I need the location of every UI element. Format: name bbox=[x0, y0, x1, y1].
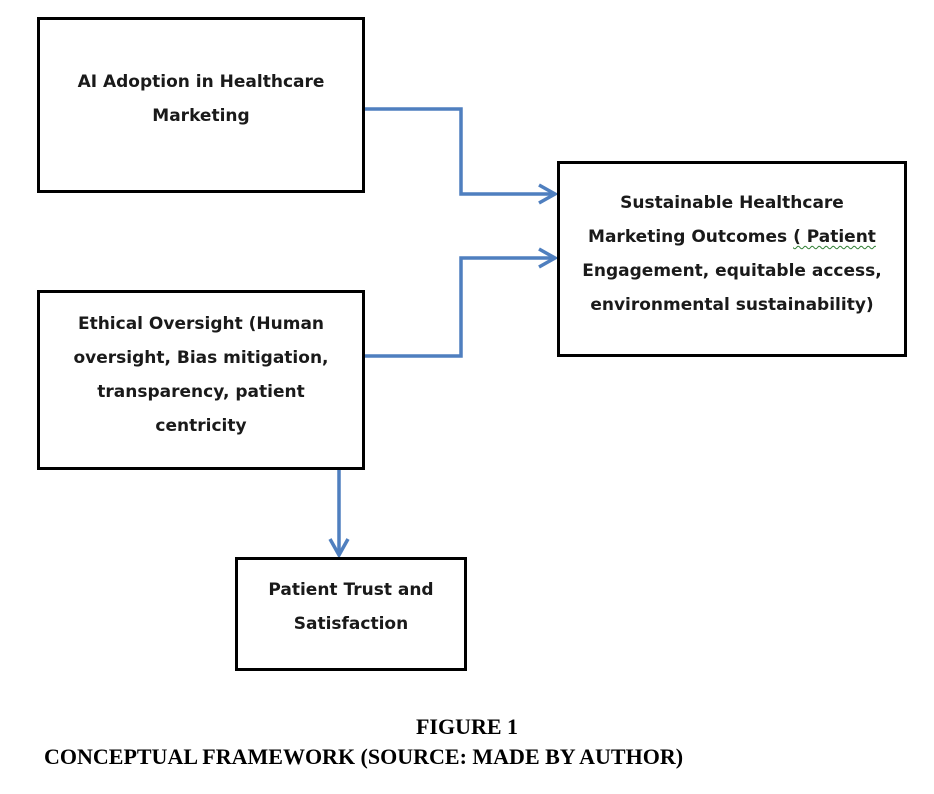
node-ethical-line-3: transparency, patient bbox=[97, 382, 305, 402]
node-sustainable-outcomes: Sustainable Healthcare Marketing Outcome… bbox=[557, 161, 907, 357]
spellcheck-underlined-text: ( Patient bbox=[793, 227, 876, 247]
arrowhead-ai-to-outcomes bbox=[538, 183, 559, 205]
node-ai-adoption-line-1: AI Adoption in Healthcare bbox=[77, 72, 325, 92]
figure-caption: CONCEPTUAL FRAMEWORK (SOURCE: MADE BY AU… bbox=[44, 744, 684, 769]
node-outcomes-line-2-text: Marketing Outcomes bbox=[588, 227, 794, 247]
arrow-ethical-to-outcomes bbox=[365, 256, 553, 358]
arrowhead-ethical-to-outcomes bbox=[538, 247, 559, 269]
node-ai-adoption: AI Adoption in Healthcare Marketing bbox=[37, 17, 365, 193]
node-outcomes-line-4: environmental sustainability) bbox=[590, 295, 874, 315]
node-ethical-line-1: Ethical Oversight (Human bbox=[77, 314, 325, 334]
node-ai-adoption-line-2: Marketing bbox=[152, 106, 250, 126]
node-ethical-line-2: oversight, Bias mitigation, bbox=[73, 348, 329, 368]
node-trust-line-2: Satisfaction bbox=[293, 614, 409, 634]
arrow-ai-to-outcomes bbox=[365, 107, 553, 196]
arrowhead-ethical-to-trust bbox=[328, 538, 350, 559]
node-outcomes-line-3: Engagement, equitable access, bbox=[582, 261, 882, 281]
node-outcomes-line-2: Marketing Outcomes ( Patient bbox=[582, 220, 881, 254]
node-outcomes-line-1: Sustainable Healthcare bbox=[620, 193, 844, 213]
node-trust-line-1: Patient Trust and bbox=[268, 580, 434, 600]
node-ethical-line-4: centricity bbox=[155, 416, 247, 436]
node-patient-trust: Patient Trust and Satisfaction bbox=[235, 557, 467, 671]
figure-number: FIGURE 1 bbox=[415, 714, 519, 739]
node-ethical-oversight: Ethical Oversight (Human oversight, Bias… bbox=[37, 290, 365, 470]
